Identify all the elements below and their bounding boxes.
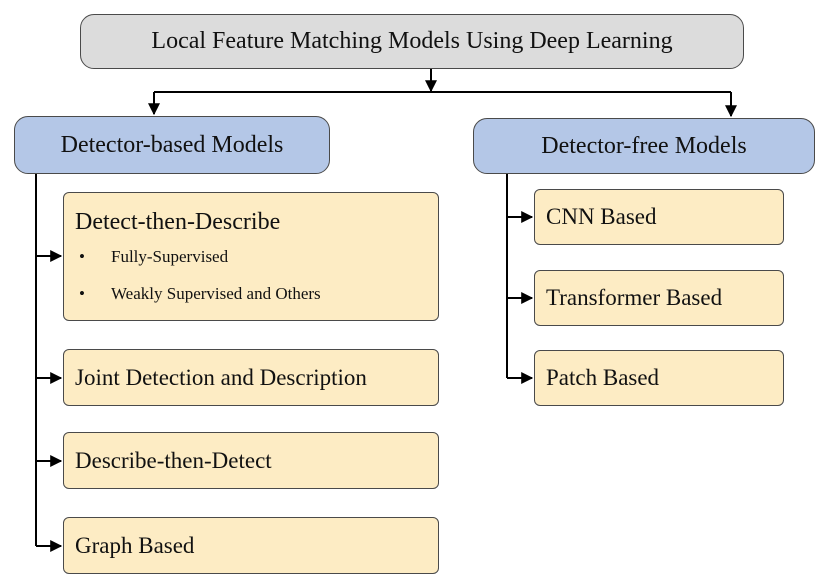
patch-based-label: Patch Based xyxy=(546,365,660,390)
detector-free-node: Detector-free Models xyxy=(473,118,815,174)
bullet-fully-supervised: Fully-Supervised xyxy=(111,247,229,266)
bullet-weakly-supervised: Weakly Supervised and Others xyxy=(111,284,321,303)
joint-detection-description-label: Joint Detection and Description xyxy=(75,364,367,390)
detect-then-describe-node: Detect-then-Describe • Fully-Supervised … xyxy=(63,192,439,321)
root-node: Local Feature Matching Models Using Deep… xyxy=(80,14,744,69)
bullet-item: • Weakly Supervised and Others xyxy=(75,284,438,304)
joint-detection-description-node: Joint Detection and Description xyxy=(63,349,439,406)
detect-then-describe-bullet-list: • Fully-Supervised • Weakly Supervised a… xyxy=(75,247,438,304)
detector-based-node: Detector-based Models xyxy=(14,116,330,174)
root-label: Local Feature Matching Models Using Deep… xyxy=(151,28,673,54)
patch-based-node: Patch Based xyxy=(534,350,784,406)
describe-then-detect-node: Describe-then-Detect xyxy=(63,432,439,489)
cnn-based-label: CNN Based xyxy=(546,204,657,229)
transformer-based-label: Transformer Based xyxy=(546,285,723,310)
detect-then-describe-label: Detect-then-Describe xyxy=(75,209,281,235)
graph-based-label: Graph Based xyxy=(75,532,195,558)
bullet-dot: • xyxy=(79,247,85,266)
graph-based-node: Graph Based xyxy=(63,517,439,574)
detector-based-label: Detector-based Models xyxy=(60,131,284,158)
bullet-item: • Fully-Supervised xyxy=(75,247,438,267)
cnn-based-node: CNN Based xyxy=(534,189,784,245)
bullet-dot: • xyxy=(79,284,85,303)
detector-free-label: Detector-free Models xyxy=(541,132,747,159)
transformer-based-node: Transformer Based xyxy=(534,270,784,326)
describe-then-detect-label: Describe-then-Detect xyxy=(75,447,272,473)
